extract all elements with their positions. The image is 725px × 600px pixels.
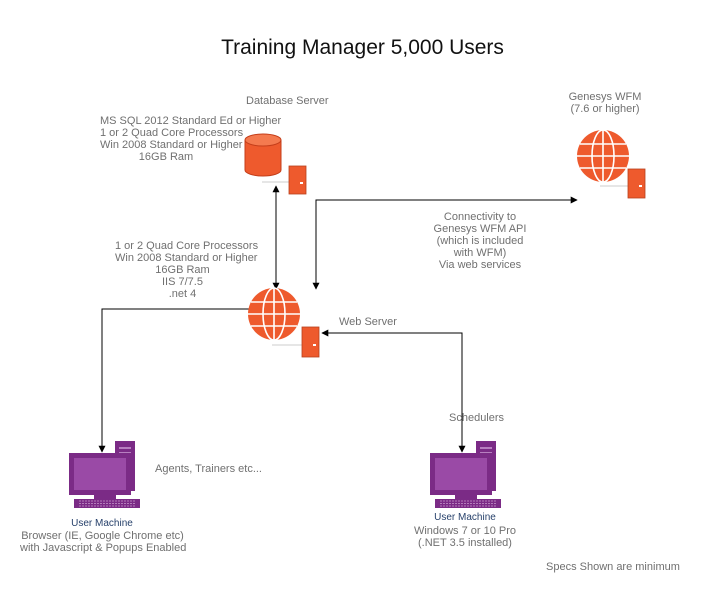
schedulers-specs: Windows 7 or 10 Pro (.NET 3.5 installed) [410, 525, 520, 549]
connectivity-line: (which is included [436, 235, 524, 247]
genesys-wfm-label: Genesys WFM (7.6 or higher) [560, 91, 650, 115]
agents-specs: Browser (IE, Google Chrome etc) with Jav… [20, 530, 187, 554]
genesys-globe-icon [577, 129, 629, 183]
web-server-specs: 1 or 2 Quad Core Processors Win 2008 Sta… [115, 240, 259, 300]
connectivity-line: Connectivity to [443, 211, 517, 223]
web-spec-line: 16GB Ram [155, 264, 210, 276]
schedulers-spec-line: (.NET 3.5 installed) [418, 537, 512, 549]
connectivity-note: Connectivity to Genesys WFM API (which i… [425, 211, 535, 271]
connectivity-line: with WFM) [453, 247, 507, 259]
connector-web-schedulers [321, 329, 466, 453]
database-server-label: Database Server [246, 95, 329, 107]
web-server-globe-icon [248, 287, 300, 341]
db-spec-line: Win 2008 Standard or Higher [100, 139, 243, 151]
schedulers-computer-icon [430, 441, 501, 508]
database-server-specs: MS SQL 2012 Standard Ed or Higher 1 or 2… [100, 115, 282, 163]
footnote: Specs Shown are minimum [546, 561, 680, 573]
genesys-label-line: Genesys WFM [568, 91, 642, 103]
web-server-tower-icon [301, 326, 320, 358]
connector-web-genesys [312, 196, 578, 290]
web-spec-line: Win 2008 Standard or Higher [115, 252, 258, 264]
connectivity-line: Via web services [438, 259, 522, 271]
agents-spec-line: with Javascript & Popups Enabled [20, 542, 187, 554]
genesys-label-line: (7.6 or higher) [570, 103, 640, 115]
agents-computer-icon [69, 441, 140, 508]
connectivity-line: Genesys WFM API [433, 223, 527, 235]
agents-machine-label: User Machine [71, 518, 133, 529]
web-server-label: Web Server [339, 316, 397, 328]
connector-web-agents [98, 308, 249, 453]
schedulers-spec-line: Windows 7 or 10 Pro [413, 525, 517, 537]
db-spec-line: 1 or 2 Quad Core Processors [100, 127, 244, 139]
db-spec-line: MS SQL 2012 Standard Ed or Higher [100, 115, 282, 127]
db-spec-line: 16GB Ram [138, 151, 194, 163]
schedulers-machine-label: User Machine [434, 512, 496, 523]
diagram-title: Training Manager 5,000 Users [221, 36, 504, 59]
database-icon [244, 133, 282, 177]
web-spec-line: 1 or 2 Quad Core Processors [115, 240, 259, 252]
genesys-tower-icon [627, 168, 646, 199]
agents-caption: Agents, Trainers etc... [155, 463, 262, 475]
web-spec-line: .net 4 [168, 288, 197, 300]
schedulers-caption: Schedulers [449, 412, 505, 424]
agents-spec-line: Browser (IE, Google Chrome etc) [21, 530, 184, 542]
db-server-tower-icon [288, 165, 307, 195]
web-spec-line: IIS 7/7.5 [162, 276, 203, 288]
